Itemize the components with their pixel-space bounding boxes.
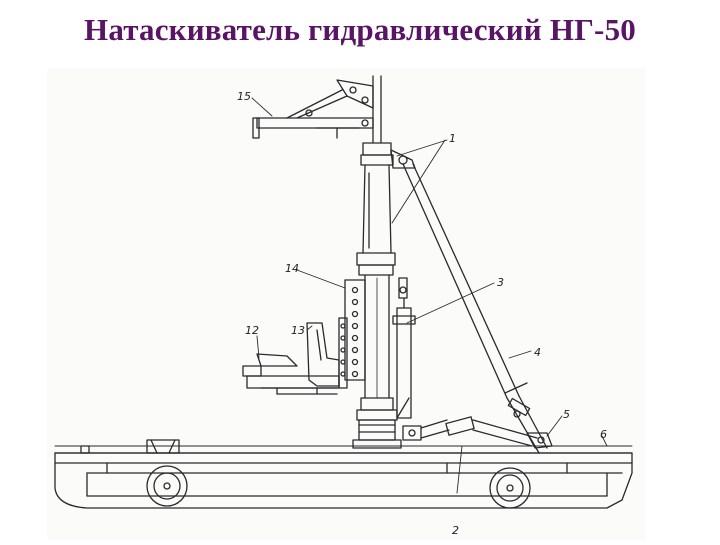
part-labels: 15 1 14 3 13 12 4 5 6 2 — [237, 90, 607, 537]
label-6: 6 — [600, 428, 607, 441]
wheel-right — [489, 467, 531, 509]
lower-link — [396, 397, 538, 447]
label-1: 1 — [449, 132, 456, 145]
label-15: 15 — [237, 90, 251, 103]
slide-title: Натаскиватель гидравлический НГ-50 — [84, 12, 636, 47]
vertical-cylinder — [392, 277, 416, 419]
lifting-jaw — [242, 322, 340, 395]
carriage — [338, 279, 366, 389]
diagonal-cylinder — [390, 149, 553, 454]
top-arm — [252, 79, 374, 139]
label-2: 2 — [452, 524, 459, 537]
label-13: 13 — [291, 324, 305, 337]
base-box — [80, 439, 180, 454]
label-4: 4 — [534, 346, 541, 359]
leader-lines — [251, 97, 608, 494]
base-frame — [54, 445, 633, 509]
main-column — [352, 75, 402, 449]
label-5: 5 — [563, 408, 570, 421]
wheel-left — [146, 465, 188, 507]
label-14: 14 — [285, 262, 299, 275]
label-12: 12 — [245, 324, 259, 337]
technical-drawing: 15 1 14 3 13 12 4 5 6 2 — [47, 68, 646, 540]
label-3: 3 — [497, 276, 504, 289]
hydraulic-puller-diagram: 15 1 14 3 13 12 4 5 6 2 — [54, 75, 633, 537]
